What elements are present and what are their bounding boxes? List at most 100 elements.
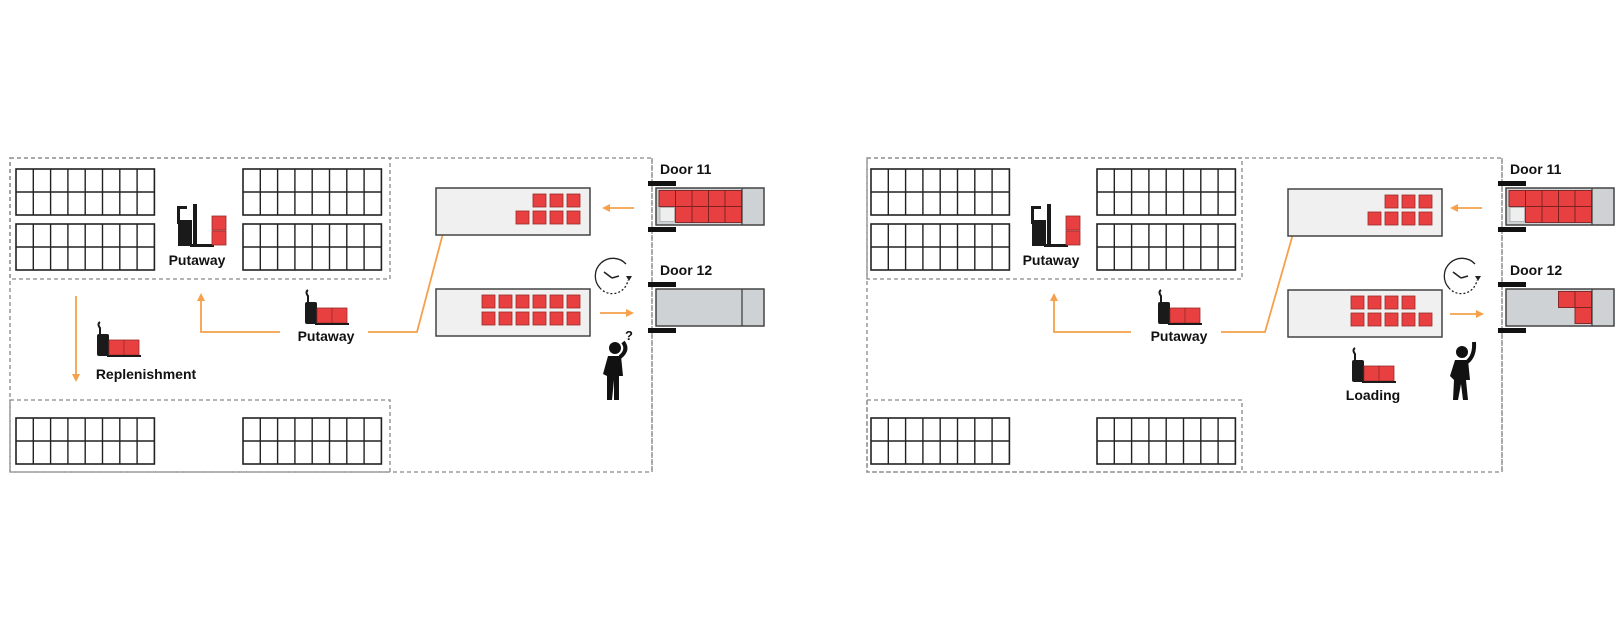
pallet-box: [1384, 312, 1399, 327]
pallet-jack-icon: [1352, 347, 1396, 383]
truck-trailer: [655, 187, 765, 226]
pallet-box: [1384, 211, 1399, 226]
pallet-box: [532, 210, 547, 225]
pallet-putaway-label: Putaway: [1151, 328, 1208, 344]
loaded-pallet: [724, 206, 742, 223]
loaded-pallet: [1525, 206, 1543, 223]
loaded-pallet: [1558, 190, 1576, 207]
storage-rack: [1096, 223, 1237, 271]
storage-rack: [870, 168, 1011, 216]
door-bumper: [648, 328, 676, 333]
dock-door-11: Door 11: [648, 161, 765, 232]
loaded-pallet: [1574, 307, 1592, 324]
door-bumper: [1498, 282, 1526, 287]
loaded-pallet: [1574, 206, 1592, 223]
storage-rack: [1096, 417, 1237, 465]
door-bumper: [1498, 181, 1526, 186]
empty-slot: [1509, 207, 1525, 222]
pallet-box: [1384, 295, 1399, 310]
pallet-box: [532, 294, 547, 309]
panel-before: Putaway Replenishment Putaway: [9, 157, 765, 473]
loaded-pallet: [1508, 190, 1526, 207]
pallet-box: [515, 210, 530, 225]
loaded-pallet: [1574, 291, 1592, 308]
door-label: Door 12: [1510, 262, 1562, 278]
truck-trailer: [655, 288, 765, 327]
pallet-jack-icon: [97, 321, 141, 357]
lower-storage-zone: [9, 399, 391, 473]
pallet-box: [1367, 295, 1382, 310]
door-bumper: [648, 181, 676, 186]
staging-outbound: [435, 288, 591, 337]
pallet-putaway-label: Putaway: [298, 328, 355, 344]
putaway-route-line: [1221, 219, 1298, 333]
lower-storage-zone: [866, 399, 1243, 473]
storage-rack: [242, 417, 383, 465]
loaded-pallet: [1574, 190, 1592, 207]
door-label: Door 11: [660, 161, 712, 177]
putaway-route-arrow: [1050, 293, 1131, 333]
waving-worker-icon: [1450, 341, 1477, 400]
pallet-box: [1401, 295, 1416, 310]
dock-door-11: Door 11: [1498, 161, 1615, 232]
pallet-box: [532, 193, 547, 208]
pallet-box: [549, 210, 564, 225]
replenishment-label: Replenishment: [96, 366, 197, 382]
clock-icon: [1443, 257, 1481, 295]
loaded-pallet: [708, 190, 726, 207]
dock-door-12: Door 12: [1498, 262, 1615, 333]
rack-group: [15, 168, 383, 465]
loaded-pallet: [1541, 190, 1559, 207]
pallet-box: [1401, 194, 1416, 209]
loaded-pallet: [658, 190, 676, 207]
storage-rack: [1096, 168, 1237, 216]
pallet-box: [1401, 211, 1416, 226]
putaway-route-line: [368, 217, 448, 333]
pallet-box: [1418, 211, 1433, 226]
pallet-box: [481, 311, 496, 326]
pallet-box: [532, 311, 547, 326]
reach-putaway-label: Putaway: [169, 252, 226, 268]
loaded-pallet: [1525, 190, 1543, 207]
panel-after: Putaway Putaway L: [866, 157, 1615, 473]
staging-outbound: [1287, 289, 1443, 338]
loaded-pallet: [691, 206, 709, 223]
empty-slot: [659, 207, 675, 222]
pallet-box: [1350, 295, 1365, 310]
door-label: Door 11: [1510, 161, 1562, 177]
pallet-box: [549, 311, 564, 326]
storage-rack: [242, 223, 383, 271]
storage-rack: [242, 168, 383, 216]
pallet-box: [498, 294, 513, 309]
staging-lane: [1287, 188, 1443, 237]
pallet-box: [549, 294, 564, 309]
loaded-pallet: [675, 206, 693, 223]
door-bumper: [1498, 328, 1526, 333]
pallet-box: [1418, 194, 1433, 209]
loaded-pallet: [1541, 206, 1559, 223]
storage-rack: [15, 417, 156, 465]
reach-truck-icon: [1031, 204, 1081, 247]
pallet-box: [498, 311, 513, 326]
loaded-pallet: [724, 190, 742, 207]
pallet-box: [1384, 194, 1399, 209]
pallet-box: [1367, 312, 1382, 327]
pallet-box: [481, 294, 496, 309]
confused-worker-icon: ?: [603, 328, 633, 400]
pallet-box: [515, 294, 530, 309]
dock-door-12: Door 12: [648, 262, 765, 333]
pallet-jack-icon: [1158, 289, 1202, 325]
staging-lane: [1287, 289, 1443, 338]
putaway-route-arrow: [197, 293, 280, 333]
door-bumper: [1498, 227, 1526, 232]
reach-truck-icon: [177, 204, 227, 247]
pallet-jack-icon: [305, 289, 349, 325]
loaded-pallet: [1558, 206, 1576, 223]
pallet-box: [1418, 312, 1433, 327]
pallet-box: [1401, 312, 1416, 327]
clock-icon: [594, 257, 632, 295]
storage-rack: [870, 417, 1011, 465]
pallet-box: [1350, 312, 1365, 327]
loaded-pallet: [675, 190, 693, 207]
